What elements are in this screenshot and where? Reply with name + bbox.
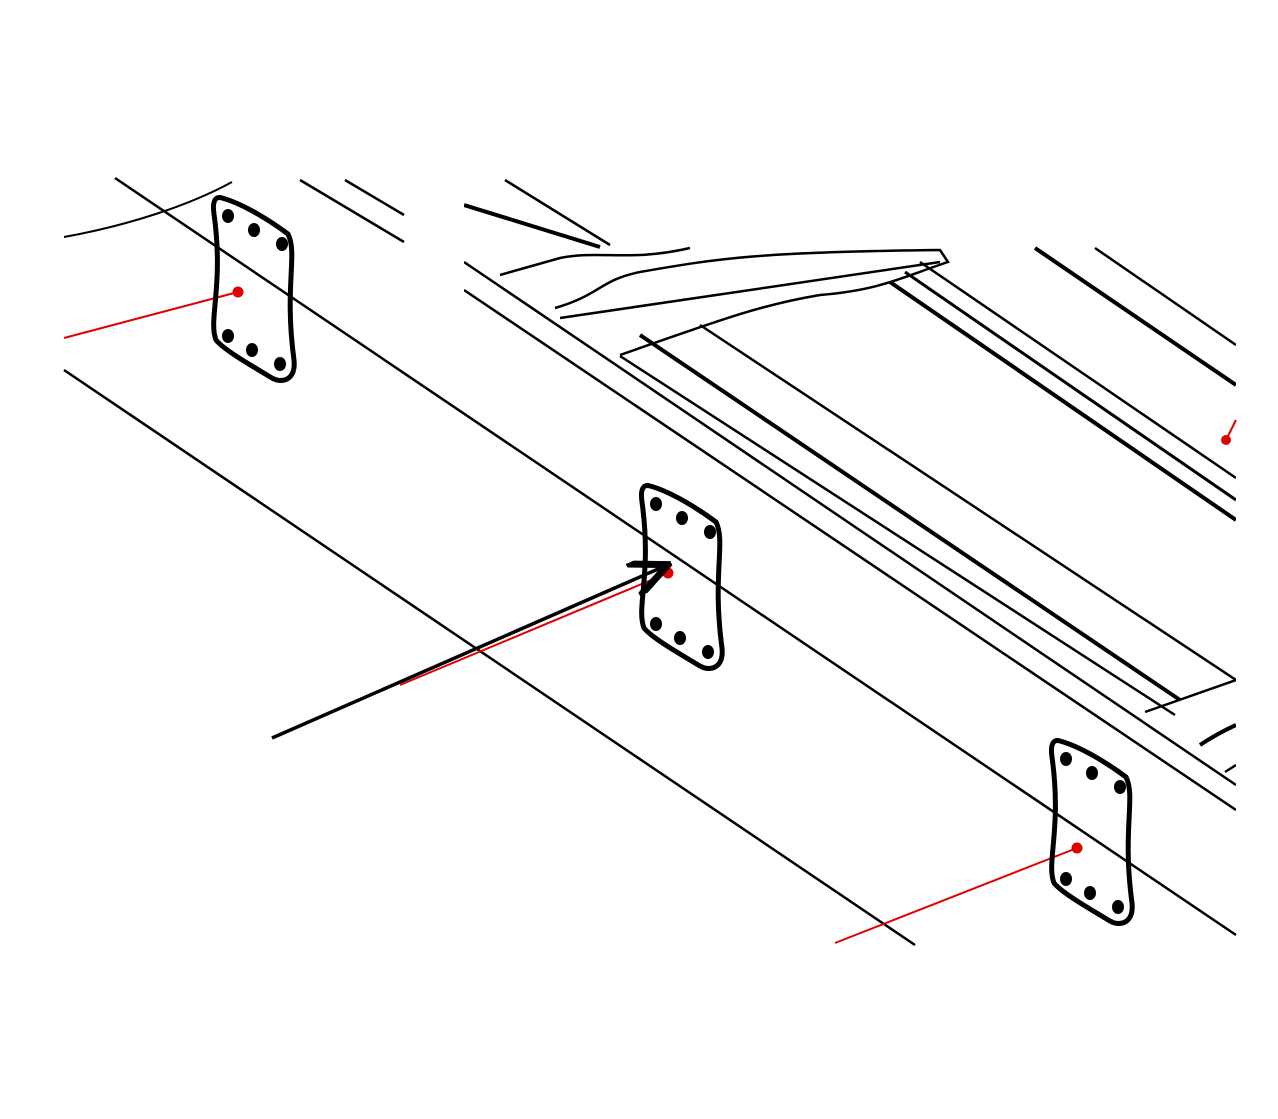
bolt-hole [676,511,688,525]
leader-dot [662,567,674,579]
plate-center [639,483,725,672]
bolt-hole [702,645,714,659]
plate-outline [1049,738,1135,927]
bolt-hole [1112,900,1124,914]
bolt-hole [248,223,260,237]
plate-right [1049,738,1135,927]
plate-outline [211,195,297,384]
bolt-hole [276,237,288,251]
plate-left [211,195,297,384]
bolt-hole [1084,886,1096,900]
bolt-hole [1086,766,1098,780]
cable-curve [64,181,233,238]
leader-dot [1071,842,1083,854]
bolt-hole [674,631,686,645]
bolt-hole [1060,752,1072,766]
plate-outline [639,483,725,672]
beam-edge-lower [63,368,916,947]
bolt-hole [1114,780,1126,794]
leader-dot [1221,435,1231,445]
bolt-hole [704,525,716,539]
bolt-hole [246,343,258,357]
beam-edge-upper [114,176,1237,937]
bolt-hole [222,209,234,223]
bolt-hole [1060,872,1072,886]
bolt-hole [650,617,662,631]
bolt-hole [222,329,234,343]
splice-plates [211,195,1135,927]
beam-lines [63,176,1237,947]
leader-dot [232,286,244,298]
bolt-hole [650,497,662,511]
bolt-hole [274,357,286,371]
leader-lines [63,286,1237,944]
pointer-arrow [271,566,665,740]
